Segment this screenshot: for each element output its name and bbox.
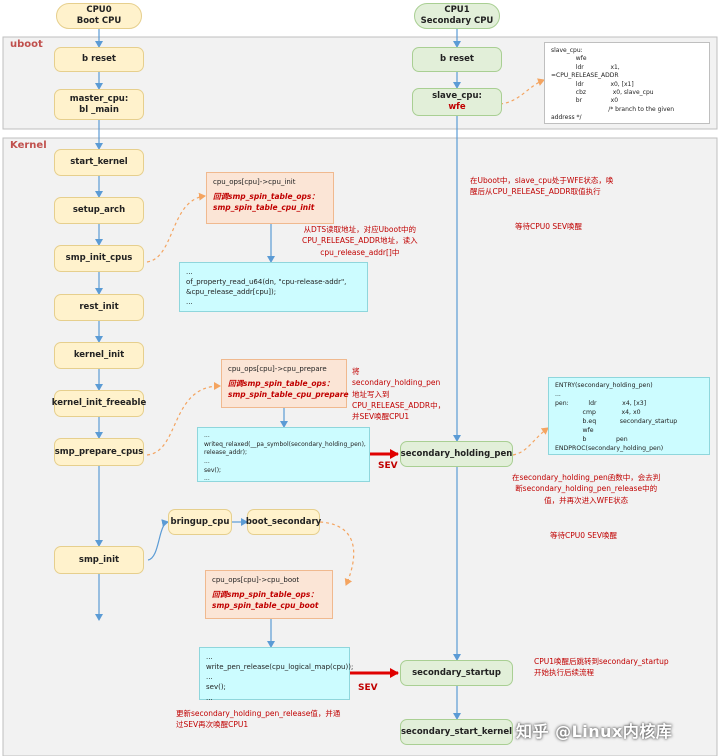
cpu0-b-reset: b reset [54, 47, 144, 72]
secondary-startup-node: secondary_startup [400, 660, 513, 686]
boot-secondary-node: boot_secondary [246, 509, 321, 535]
pen-write-annotation: 将 secondary_holding_pen 地址写入到 CPU_RELEAS… [352, 367, 446, 421]
read-release-addr-code: ... of_property_read_u64(dn, "cpu-releas… [179, 262, 368, 312]
cpu0-header: CPU0 Boot CPU [56, 3, 142, 29]
smp-init-node: smp_init [54, 546, 144, 574]
dts-annotation: 从DTS读取地址，对应Uboot中的 CPU_RELEASE_ADDR地址，读入… [302, 225, 418, 257]
sev-label-2: SEV [358, 683, 378, 693]
cpu-prepare-callback-line2: smp_spin_table_cpu_prepare [228, 390, 349, 400]
zhihu-watermark: 知乎 @Linux内核库 [516, 722, 673, 741]
uboot-label: uboot [10, 39, 43, 50]
secondary-start-kernel-node: secondary_start_kernel [400, 719, 513, 745]
wait-sev-annotation-1: 等待CPU0 SEV唤醒 [515, 222, 583, 231]
kernel-init-node: kernel_init [54, 342, 144, 369]
sev-arrows [350, 449, 399, 678]
holding-pen-code-text: ENTRY(secondary_holding_pen) ... pen: ld… [555, 382, 678, 452]
rest-init-node: rest_init [54, 294, 144, 321]
smp-prepare-cpus-node: smp_prepare_cpus [54, 438, 144, 466]
cpu-init-callback-box: cpu_ops[cpu]->cpu_init 回调smp_spin_table_… [206, 172, 334, 224]
update-pen-release-annotation: 更新secondary_holding_pen_release值，并通 过SEV… [176, 709, 341, 730]
cpu-prepare-callback-line1: 回调smp_spin_table_ops： [228, 379, 334, 389]
cpu-init-title: cpu_ops[cpu]->cpu_init [213, 178, 296, 186]
jump-startup-annotation: CPU1唤醒后跳转到secondary_startup 开始执行后续流程 [534, 657, 669, 678]
uboot-wfe-annotation: 在Uboot中，slave_cpu处于WFE状态，唤 醒后从CPU_RELEAS… [470, 176, 614, 197]
cpu-prepare-title: cpu_ops[cpu]->cpu_prepare [228, 365, 327, 373]
setup-arch-node: setup_arch [54, 197, 144, 224]
holding-pen-code-box: ENTRY(secondary_holding_pen) ... pen: ld… [548, 377, 710, 455]
smp-init-cpus-node: smp_init_cpus [54, 245, 144, 272]
write-pen-release-text: ... write_pen_release(cpu_logical_map(cp… [206, 653, 354, 702]
cpu-init-callback-line1: 回调smp_spin_table_ops： [213, 192, 319, 202]
pen-check-annotation: 在secondary_holding_pen函数中，会去判 断secondary… [512, 473, 661, 505]
cpu0-master-cpu: master_cpu: bl _main [54, 89, 144, 120]
cpu-boot-callback-line1: 回调smp_spin_table_ops： [212, 590, 318, 600]
cpu-init-callback-line2: smp_spin_table_cpu_init [213, 203, 315, 213]
cpu-boot-callback-box: cpu_ops[cpu]->cpu_boot 回调smp_spin_table_… [205, 570, 333, 619]
writeq-code-box: ... writeq_relaxed(__pa_symbol(secondary… [197, 427, 370, 482]
cpu-boot-callback-line2: smp_spin_table_cpu_boot [212, 601, 319, 611]
cpu-prepare-callback-box: cpu_ops[cpu]->cpu_prepare 回调smp_spin_tab… [221, 359, 349, 408]
bringup-cpu-node: bringup_cpu [168, 509, 232, 535]
kernel-init-freeable-node: kernel_init_freeable [52, 390, 146, 417]
cpu-boot-title: cpu_ops[cpu]->cpu_boot [212, 576, 300, 584]
write-pen-release-code-box: ... write_pen_release(cpu_logical_map(cp… [199, 647, 354, 702]
kernel-label: Kernel [10, 140, 47, 151]
cpu1-slave-cpu: slave_cpu: wfe [412, 88, 502, 116]
sev-label-1: SEV [378, 461, 398, 471]
uboot-slave-cpu-text: slave_cpu: wfe ldr x1, =CPU_RELEASE_ADDR… [551, 47, 675, 122]
slave-cpu-wfe: wfe [448, 102, 466, 112]
read-release-addr-text: ... of_property_read_u64(dn, "cpu-releas… [186, 268, 347, 307]
writeq-code-text: ... writeq_relaxed(__pa_symbol(secondary… [204, 432, 366, 483]
uboot-slave-cpu-code: slave_cpu: wfe ldr x1, =CPU_RELEASE_ADDR… [544, 42, 710, 124]
cpu1-b-reset: b reset [412, 47, 502, 72]
secondary-holding-pen-node: secondary_holding_pen [400, 441, 513, 467]
cpu1-header: CPU1 Secondary CPU [414, 3, 500, 29]
wait-sev-annotation-2: 等待CPU0 SEV唤醒 [550, 531, 618, 540]
start-kernel-node: start_kernel [54, 149, 144, 176]
call-arrows [147, 224, 288, 648]
dashed-links [146, 78, 549, 586]
slave-cpu-label: slave_cpu: [432, 91, 482, 102]
